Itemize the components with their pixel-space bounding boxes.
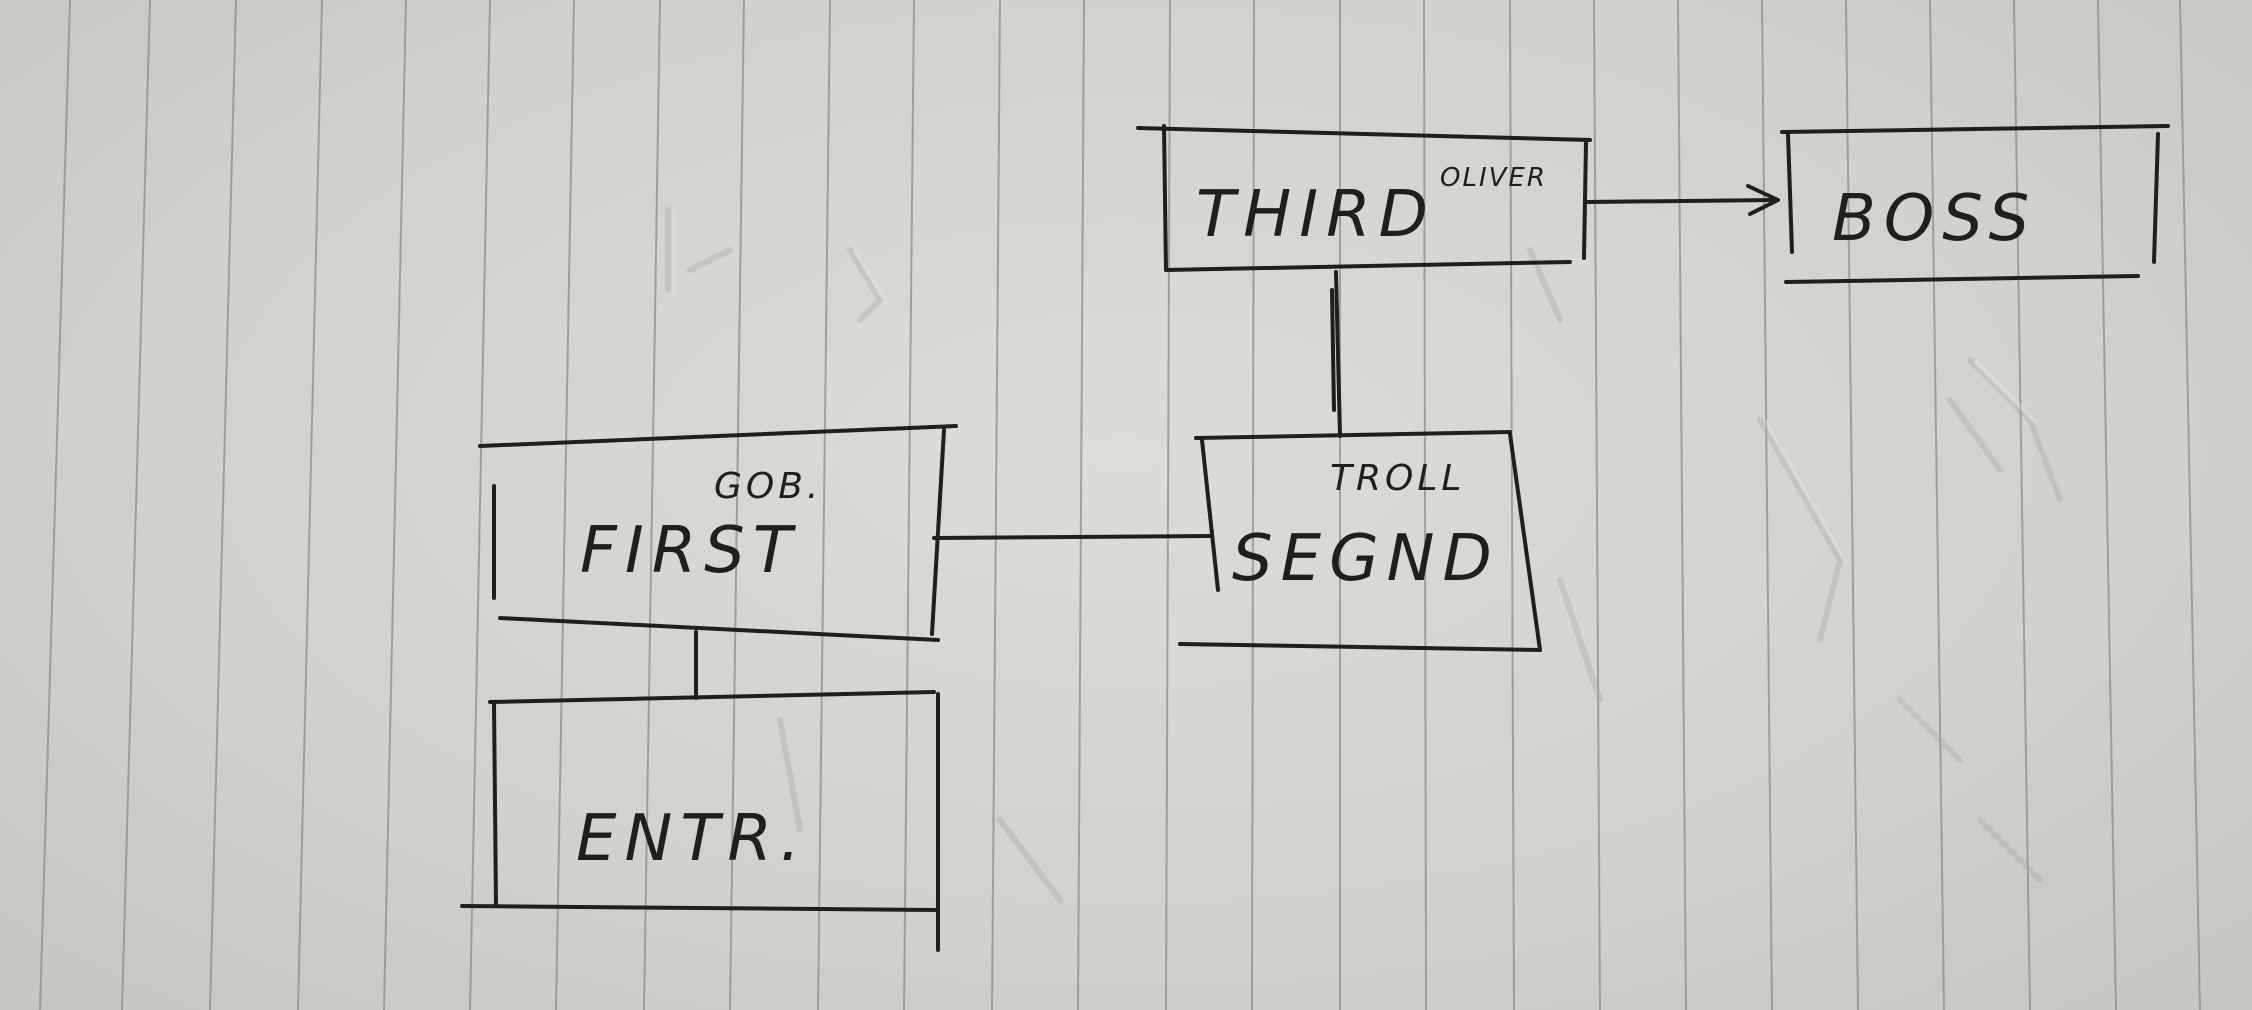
edge-first-second	[932, 534, 1212, 540]
node-first[interactable]: GOB. FIRST	[478, 424, 958, 642]
node-second-label: SEGND	[1232, 522, 1500, 596]
node-entr[interactable]: ENTR.	[460, 690, 940, 952]
node-boss[interactable]: BOSS	[1780, 124, 2170, 284]
node-third-note: OLIVER	[1440, 163, 1547, 193]
node-entr-label: ENTR.	[576, 802, 808, 876]
node-boss-label: BOSS	[1832, 182, 2037, 256]
node-first-note: GOB.	[714, 466, 822, 507]
node-third-label: THIRD	[1196, 178, 1436, 252]
node-second-note: TROLL	[1330, 458, 1465, 499]
node-first-label: FIRST	[580, 514, 800, 588]
node-second[interactable]: TROLL SEGND	[1178, 430, 1542, 652]
edge-second-third	[1330, 270, 1342, 438]
node-third[interactable]: THIRD OLIVER	[1136, 124, 1592, 272]
edge-third-boss	[1586, 184, 1780, 216]
